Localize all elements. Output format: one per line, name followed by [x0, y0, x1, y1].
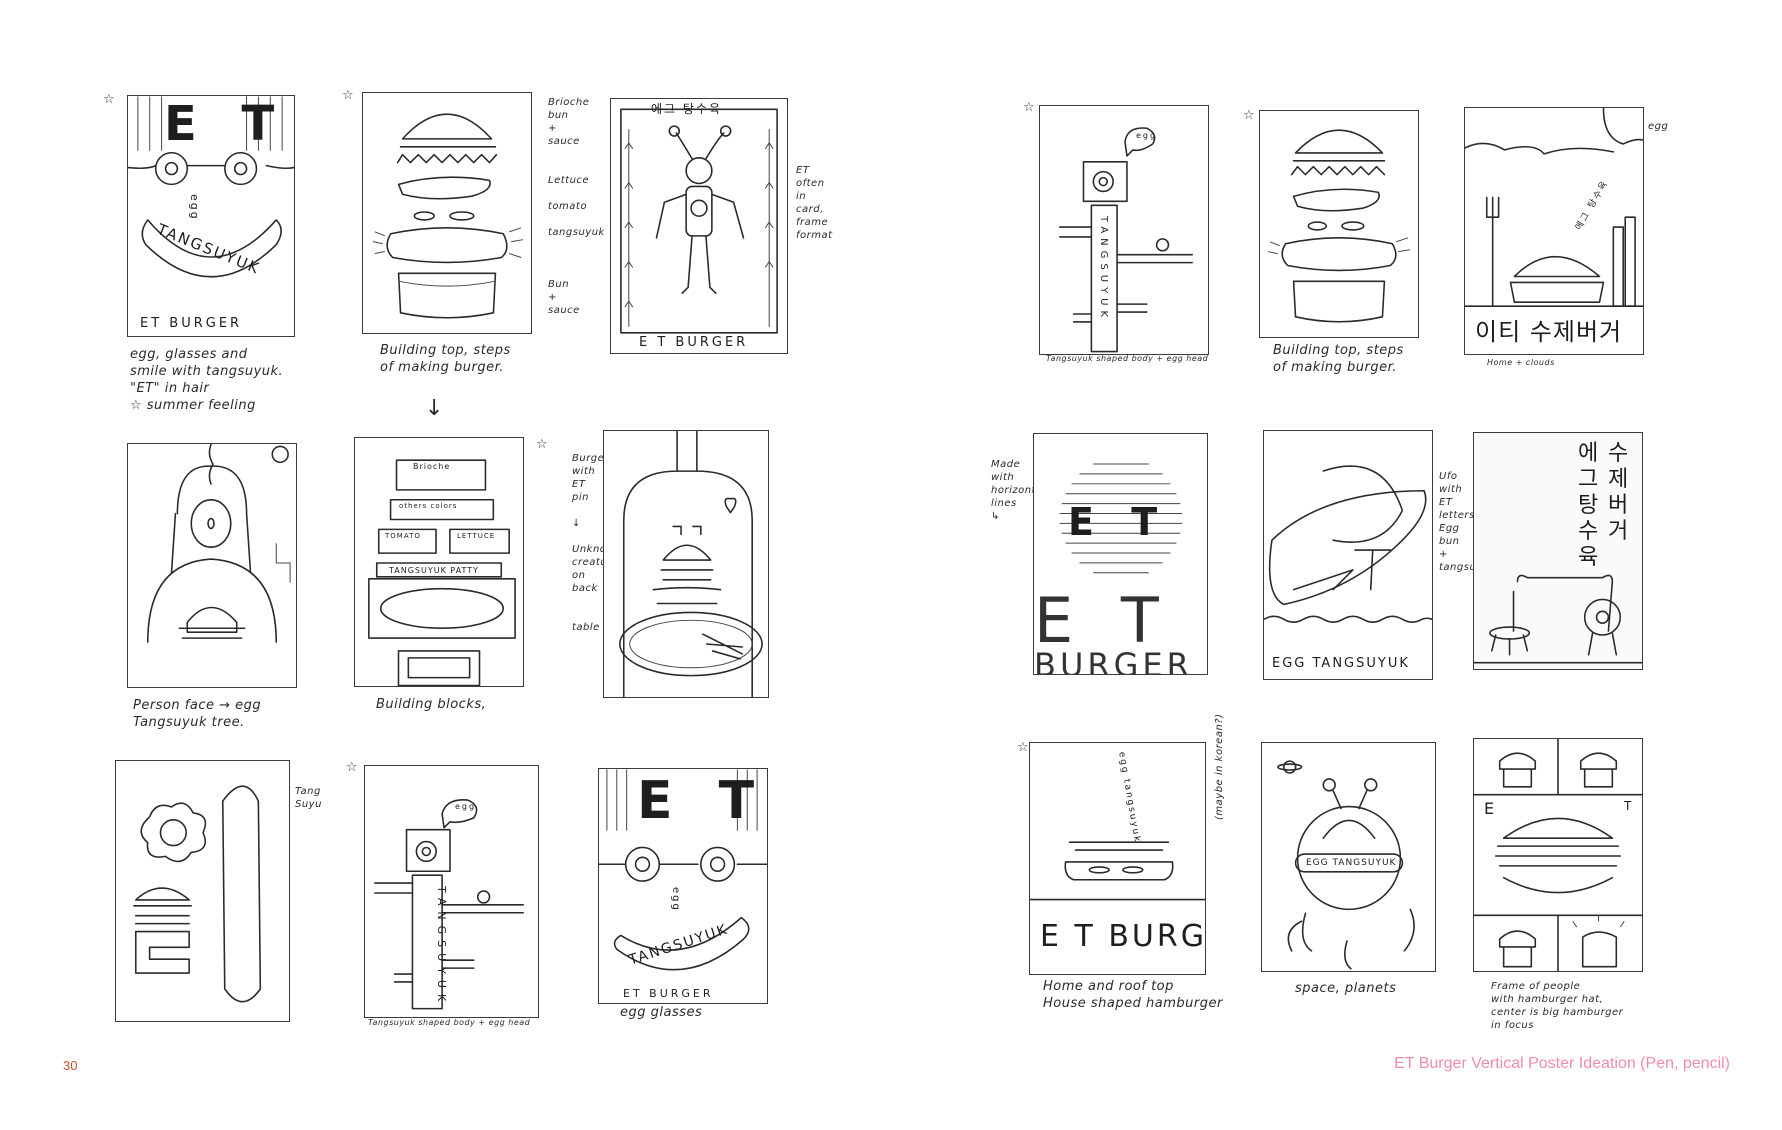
sketch-et-face: E T egg TANGSUYUK ET BURGER: [127, 95, 295, 337]
et-card-drawing: [620, 108, 778, 334]
star-icon: ☆: [1023, 100, 1035, 115]
sketch-note: space, planets: [1295, 981, 1397, 996]
et-face-drawing: [128, 96, 294, 278]
sketch-burger-steps: [1259, 110, 1419, 338]
card-title: E T BURGER: [639, 335, 749, 350]
right-page: ☆ egg TANGSUYUK Tangsuyuk shaped body + …: [891, 0, 1782, 1130]
ufo-drawing: [1264, 465, 1432, 623]
home-rooftop-drawing: [1030, 841, 1205, 901]
sketch-side-notes: Burger with ET pin ↓ Unknow creature on …: [572, 453, 619, 633]
ufo-bottom-text: EGG TANGSUYUK: [1272, 656, 1410, 671]
frame-letter-t: T: [1624, 799, 1634, 813]
sketch-note: egg glasses: [620, 1005, 703, 1020]
frame-letter-e: E: [1484, 799, 1497, 818]
person-egg-drawing: [146, 444, 291, 643]
house-burger-drawing: [1465, 108, 1643, 307]
speech-bubble-text: egg: [1136, 131, 1158, 140]
left-page: ☆ E T egg TANGSUYUK ET BURGER egg, glass…: [63, 88, 833, 1073]
card-top-korean: 에그 탕수육: [651, 102, 723, 116]
egg-tangsuyuk-drawing: [133, 785, 262, 1003]
et-burger-outline: E T BURGER: [1040, 919, 1206, 954]
sketch-tangsuyuk-body: egg TANGSUYUK: [1039, 105, 1209, 355]
sketch-note: Home + clouds: [1487, 358, 1555, 367]
et-burger-title: ET BURGER: [140, 316, 243, 331]
speech-bubble-text: egg: [455, 802, 477, 811]
et-hair-letters: E T: [164, 96, 289, 152]
body-tangsuyuk-text: TANGSUYUK: [435, 886, 448, 1008]
sketch-home-rooftop: egg tangsuyuk E T BURGER: [1029, 742, 1206, 975]
block-label: TOMATO: [385, 532, 421, 540]
block-label: LETTUCE: [457, 532, 496, 540]
star-icon: ☆: [1017, 740, 1029, 755]
korean-column-left: 에 그 탕 수 육: [1578, 441, 1599, 570]
sketch-frame-people: E T: [1473, 738, 1643, 972]
sketch-note: egg, glasses and smile with tangsuyuk. "…: [130, 347, 284, 413]
egg-tangsuyuk-band: EGG TANGSUYUK: [1306, 858, 1397, 868]
korean-title: 이티 수제버거: [1475, 318, 1623, 346]
block-label: Brioche: [413, 462, 451, 471]
star-icon: ☆: [536, 437, 548, 452]
sketch-egg-tangsuyuk: [115, 760, 290, 1022]
sketch-note: Frame of people with hamburger hat, cent…: [1491, 981, 1624, 1031]
sketch-side-notes: Ufo with ET letters, Egg bun + tangsuyuk: [1439, 471, 1496, 573]
sketch-note: Tangsuyuk shaped body + egg head: [1046, 354, 1209, 363]
sketch-person-egg: [127, 443, 297, 688]
egg-nose-text: egg: [188, 194, 201, 221]
sketch-note: Tangsuyuk shaped body + egg head: [368, 1018, 531, 1027]
tangsuyuk-body-drawing: [374, 799, 524, 1010]
big-et-outline: E T: [1034, 584, 1173, 657]
sketch-side-notes: Made with horizontal lines ↳: [991, 459, 1046, 522]
frame-people-drawing: [1474, 739, 1642, 971]
sketch-burger-steps: [362, 92, 532, 334]
sketch-side-notes: (maybe in korean?): [1214, 713, 1225, 820]
arrow-down-icon: ↓: [425, 396, 444, 421]
star-icon: ☆: [1243, 108, 1255, 123]
block-label: others colors: [399, 502, 458, 510]
sketch-note: Person face → egg Tangsuyuk tree.: [133, 698, 262, 730]
burger-steps-drawing: [372, 113, 524, 319]
sketch-building-blocks: Brioche others colors TOMATO LETTUCE TAN…: [354, 437, 524, 687]
star-icon: ☆: [342, 88, 354, 103]
sketch-note: Home and roof top House shaped hamburger: [1043, 979, 1223, 1011]
sketch-note: Building top, steps of making burger.: [1273, 343, 1404, 375]
horizontal-lines-drawing: [1059, 463, 1183, 574]
sketch-et-card: 에그 탕수육 E T BURGER: [610, 98, 788, 354]
space-planets-drawing: [1277, 760, 1415, 970]
sketch-note: Building top, steps of making burger.: [380, 343, 511, 375]
sketch-korean-vertical: 에 그 탕 수 육 수 제 버 거: [1473, 432, 1643, 670]
sketch-side-notes: Tang Suyu: [295, 786, 322, 810]
sketch-side-notes: ET often in card, frame format: [796, 165, 833, 241]
sketch-side-notes: Brioche bun + sauce Lettuce tomato tangs…: [548, 97, 605, 316]
tangsuyuk-body-drawing: [1058, 127, 1193, 353]
star-icon: ☆: [346, 760, 358, 775]
big-burger-outline: BURGER: [1034, 646, 1193, 675]
korean-column-right: 수 제 버 거: [1608, 441, 1629, 544]
building-blocks-drawing: [368, 459, 516, 686]
page-number: 30: [63, 1058, 78, 1073]
egg-nose-text: egg: [670, 887, 681, 912]
burger-steps-drawing: [1267, 129, 1411, 323]
star-icon: ☆: [103, 92, 115, 107]
et-letters: E T: [1068, 500, 1170, 544]
sketch-note: Building blocks,: [376, 697, 487, 712]
body-tangsuyuk-text: TANGSUYUK: [1098, 216, 1109, 323]
et-burger-title: ET BURGER: [623, 987, 714, 1000]
burger-pin-drawing: [619, 431, 763, 697]
korean-vertical-drawing: [1474, 574, 1642, 664]
sketch-house-burger: 에그 탕수육 이티 수제버거: [1464, 107, 1644, 355]
sketch-tangsuyuk-body: egg TANGSUYUK: [364, 765, 539, 1018]
block-label: TANGSUYUK PATTY: [389, 566, 480, 575]
sketch-burger-pin: [603, 430, 769, 698]
page-caption: ET Burger Vertical Poster Ideation (Pen,…: [1394, 1055, 1730, 1072]
sketch-horizontal-lines: E T E T BURGER: [1033, 433, 1208, 675]
corner-egg-label: egg: [1648, 121, 1669, 132]
sketch-space-planets: EGG TANGSUYUK: [1261, 742, 1436, 972]
sketch-ufo: EGG TANGSUYUK: [1263, 430, 1433, 680]
sketch-egg-glasses: E T egg TANGSUYUK ET BURGER: [598, 768, 768, 1004]
et-hair-letters: E T: [637, 771, 768, 831]
egg-glasses-drawing: [599, 769, 767, 971]
